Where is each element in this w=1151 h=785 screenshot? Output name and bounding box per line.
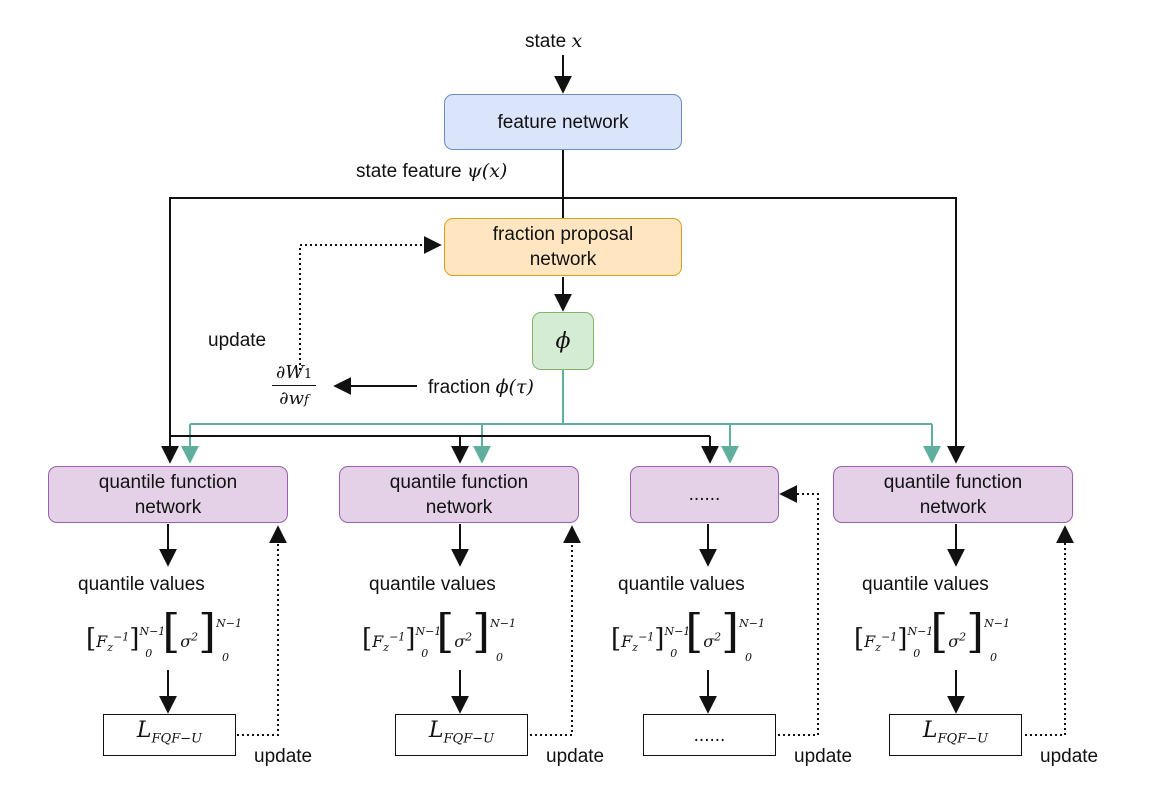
quantile-expression: [Fz−1]N−10[σ2]N−10 — [86, 604, 242, 665]
loss-label: LFQF−U — [922, 718, 989, 747]
quantile-network-node: ...... — [630, 466, 779, 523]
quantile-values-label: quantile values — [369, 574, 496, 595]
quantile-network-line1: quantile function — [98, 471, 238, 493]
fraction-proposal-line2: network — [529, 249, 597, 270]
gradient-fraction: ∂W1 ∂wf — [272, 362, 317, 409]
quantile-values-label: quantile values — [862, 574, 989, 595]
quantile-network-node: quantile function network — [833, 466, 1073, 523]
quantile-network-line1: ...... — [688, 484, 721, 505]
gradient-numerator: ∂W1 — [272, 362, 317, 386]
quantile-network-node: quantile function network — [339, 466, 579, 523]
quantile-values-label: quantile values — [618, 574, 745, 595]
update-label-top: update — [208, 330, 267, 351]
feature-network-node: feature network — [444, 94, 682, 150]
fraction-proposal-node: fraction proposal network — [444, 218, 682, 276]
update-label: update — [254, 746, 313, 767]
quantile-network-line2: network — [134, 496, 202, 518]
loss-label: LFQF−U — [136, 718, 203, 747]
column-arrows — [159, 485, 1074, 736]
update-label: update — [1040, 746, 1099, 767]
state-text: state — [525, 31, 567, 52]
quantile-network-node: quantile function network — [48, 466, 288, 523]
state-label: state x — [525, 30, 582, 53]
arrow-update-fraction-proposal — [299, 236, 442, 370]
state-feature-fn: ψ(x) — [466, 160, 508, 182]
fraction-proposal-line1: fraction proposal — [492, 224, 634, 245]
quantile-expression: [Fz−1]N−10[σ2]N−10 — [362, 604, 516, 665]
loss-node: LFQF−U — [889, 714, 1022, 756]
quantile-expression: [Fz−1]N−10[σ2]N−10 — [611, 604, 765, 665]
phi-node: ϕ — [532, 312, 594, 370]
update-label: update — [546, 746, 605, 767]
line-feature-left-branch — [161, 197, 563, 464]
loss-node: LFQF−U — [395, 714, 528, 756]
loss-node: ...... — [643, 714, 776, 756]
phi-symbol: ϕ — [555, 328, 571, 354]
loss-label: LFQF−U — [428, 718, 495, 747]
loss-label: ...... — [693, 724, 726, 746]
fraction-text: fraction — [428, 377, 491, 398]
quantile-network-line1: quantile function — [883, 471, 1023, 493]
state-var: x — [571, 30, 583, 52]
fraction-label: fraction ϕ(τ) — [428, 376, 534, 399]
fraction-fn: ϕ(τ) — [495, 376, 534, 398]
update-label: update — [794, 746, 853, 767]
quantile-values-label: quantile values — [78, 574, 205, 595]
quantile-expression: [Fz−1]N−10[σ2]N−10 — [854, 604, 1010, 665]
gradient-denominator: ∂wf — [279, 388, 309, 409]
line-feature-right-branch — [563, 197, 965, 464]
state-feature-text: state feature — [356, 161, 462, 182]
state-feature-label: state feature ψ(x) — [356, 160, 507, 183]
quantile-network-line2: network — [919, 496, 987, 518]
quantile-network-line2: network — [425, 496, 493, 518]
loss-node: LFQF−U — [103, 714, 236, 756]
feature-network-label: feature network — [497, 111, 629, 133]
quantile-network-line1: quantile function — [389, 471, 529, 493]
